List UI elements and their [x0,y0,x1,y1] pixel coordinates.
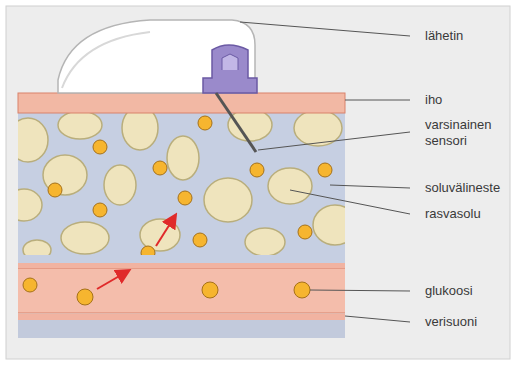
frame [6,6,510,359]
blood-vessel [18,269,345,313]
vessel-wall [18,263,345,269]
part-label: iho [425,92,442,108]
transmitter-core [203,45,257,93]
part-label: varsinainen sensori [425,117,505,149]
skin [18,93,345,113]
fat-cells [18,113,345,255]
glucose-in-blood [23,278,310,305]
part-label: rasvasolu [425,206,481,222]
leader-lines [240,22,410,322]
lower-layer [18,320,345,338]
part-label: glukoosi [425,283,473,299]
diffusion-arrows [97,216,175,289]
part-label: verisuoni [425,314,477,330]
part-label: soluväline­ste [425,180,500,196]
sensor-filament [216,93,256,152]
part-label: lähetin [425,28,463,44]
glucose-dots [48,116,332,260]
